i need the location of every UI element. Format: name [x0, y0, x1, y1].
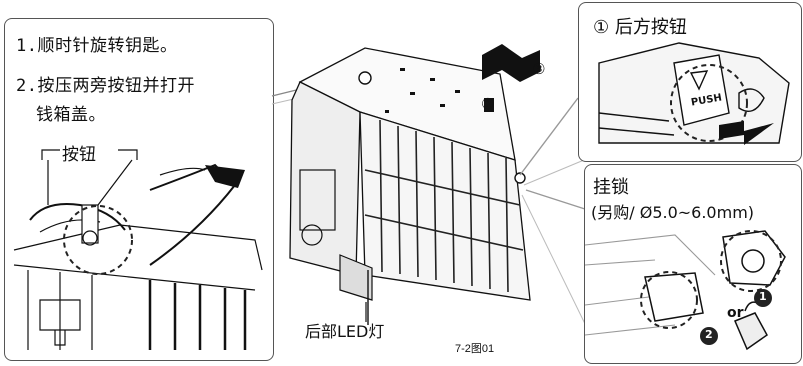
- padlock-drawing: [585, 230, 786, 351]
- step-2-marker: ②: [481, 95, 495, 113]
- step-3-marker: ③: [532, 60, 546, 78]
- rear-led-label: 后部LED灯: [305, 322, 385, 341]
- figure-number: 7-2图01: [455, 343, 495, 355]
- step-2-text-line2: 钱箱盖。: [36, 105, 106, 125]
- step-1-text: 1.顺时针旋转钥匙。: [16, 36, 178, 56]
- rear-button-panel: PUSH ① 后方按钮: [578, 2, 802, 162]
- badge-2: 2: [705, 328, 713, 341]
- button-label: 按钮: [62, 145, 96, 165]
- padlock-subtitle: (另购/ Ø5.0~6.0mm): [591, 203, 755, 222]
- or-text: or: [727, 305, 744, 321]
- badge-1: 1: [759, 290, 767, 303]
- left-instruction-panel: [4, 18, 274, 361]
- rear-button-drawing: [598, 42, 790, 145]
- padlock-panel: 挂锁 (另购/ Ø5.0~6.0mm) 1 2 or: [584, 164, 802, 364]
- rear-button-title: ① 后方按钮: [593, 17, 687, 38]
- padlock-title: 挂锁: [593, 177, 629, 198]
- step-2-text-line1: 2.按压两旁按钮并打开: [16, 76, 195, 96]
